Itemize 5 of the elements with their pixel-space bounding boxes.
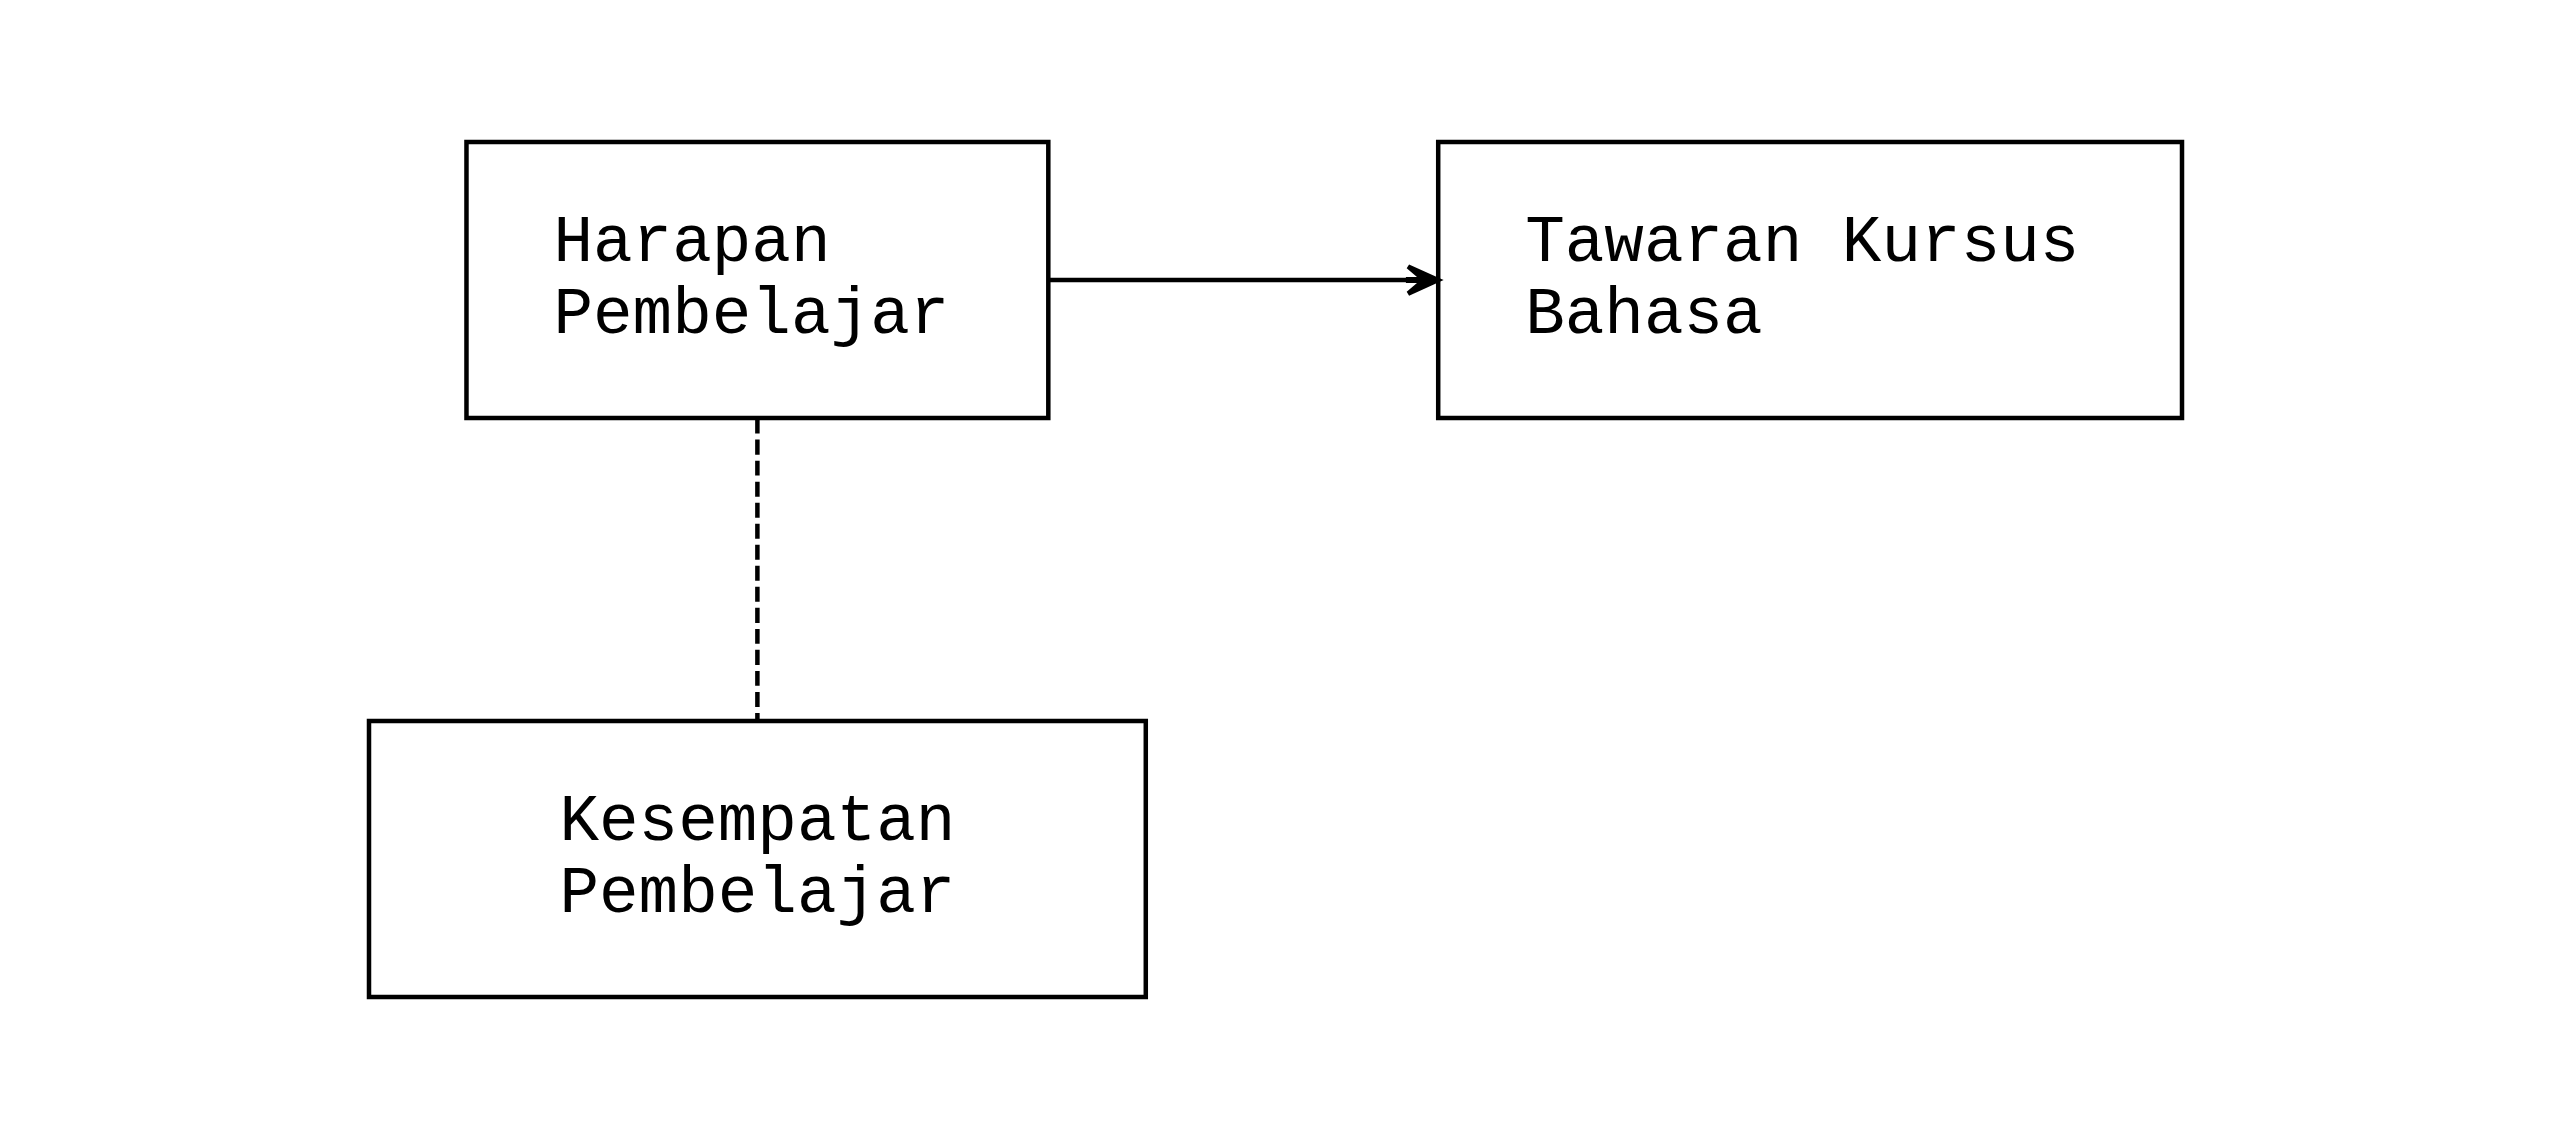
node-box: Tawaran Kursus Bahasa (1435, 139, 2185, 420)
connector (755, 418, 760, 720)
node-box: Harapan Pembelajar (464, 139, 1051, 420)
node-box: Kesempatan Pembelajar (366, 718, 1149, 999)
arrow (1048, 263, 1441, 296)
